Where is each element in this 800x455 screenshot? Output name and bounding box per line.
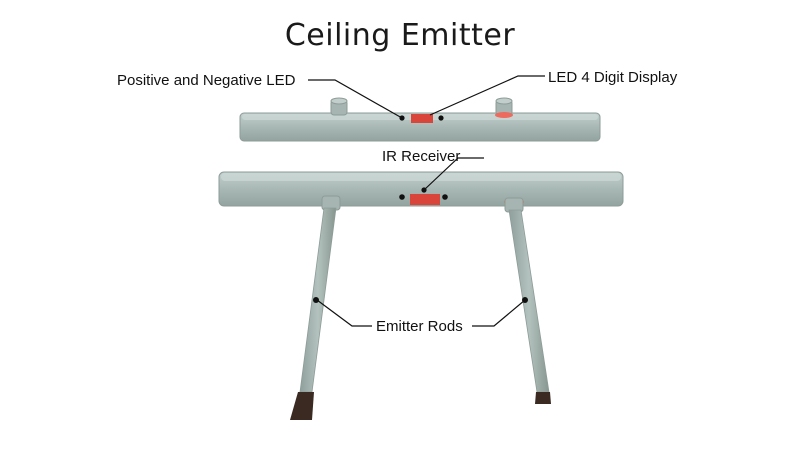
leader-ir-receiver (423, 157, 484, 191)
leader-positive-negative-led (308, 79, 403, 119)
bottom-led-dot-left (399, 194, 405, 200)
right-rod-tip (535, 392, 551, 404)
positive-negative-led-label: Positive and Negative LED (117, 72, 296, 89)
top-emitter-bar (239, 97, 601, 142)
leader-rods-left (316, 299, 372, 327)
leader-led-display (429, 75, 545, 116)
bottom-led-dot-right (442, 194, 448, 200)
bottom-emitter-bar (218, 171, 624, 207)
leader-rods-right (472, 299, 526, 327)
top-led-dot-right (438, 115, 444, 121)
led-display-label: LED 4 Digit Display (548, 69, 678, 86)
page-title: Ceiling Emitter (284, 18, 516, 53)
bottom-led-display (410, 194, 440, 205)
right-emitter-rod (504, 197, 551, 404)
left-rod-tip (290, 392, 314, 420)
top-right-connector (495, 97, 513, 118)
top-left-connector (330, 97, 348, 116)
emitter-rods-label: Emitter Rods (376, 318, 463, 335)
ir-receiver-label: IR Receiver (382, 148, 461, 165)
leader-lines (308, 75, 545, 327)
top-led-display (411, 114, 433, 123)
left-emitter-rod (290, 195, 341, 420)
